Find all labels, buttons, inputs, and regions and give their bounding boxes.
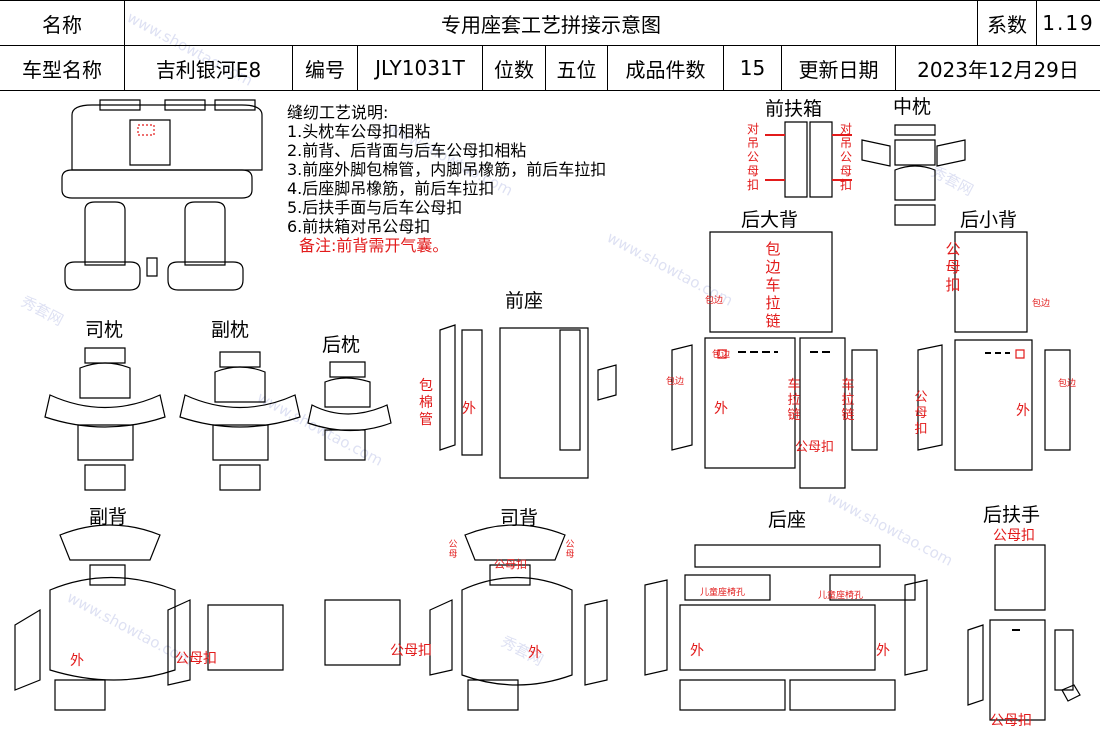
document-title: 专用座套工艺拼接示意图 — [125, 1, 978, 45]
code-value: JLY1031T — [358, 46, 483, 90]
rear-seat-pieces — [644, 544, 928, 711]
section-driver-back: 司背 — [500, 507, 539, 529]
coef-value: 1.19 — [1042, 11, 1095, 35]
annotation-edging: 包边 — [705, 296, 724, 306]
seats-label: 位数 — [483, 46, 546, 90]
annotation-snap: 公母扣 — [990, 713, 1032, 729]
seats-value: 五位 — [546, 46, 608, 90]
section-driver-pillow: 司枕 — [85, 319, 124, 341]
model-value: 吉利银河E8 — [125, 46, 293, 90]
code-label: 编号 — [293, 46, 358, 90]
coef-label: 系数 — [978, 1, 1037, 45]
annotation-outside: 外 — [462, 401, 476, 417]
annotation-child-seat-hole: 儿童座椅孔 — [700, 588, 746, 598]
sewing-notes: 缝纫工艺说明: 1.头枕车公母扣相粘 2.前背、后背面与后车公母扣相粘 3.前座… — [287, 103, 606, 255]
annotation-edging: 包边 — [666, 377, 685, 387]
note-item: 2.前背、后背面与后车公母扣相粘 — [287, 141, 527, 160]
annotation-edging: 包边 — [712, 350, 731, 360]
driver-back-pieces — [324, 524, 608, 711]
annotation-outside: 外 — [1016, 403, 1030, 419]
note-item: 1.头枕车公母扣相粘 — [287, 122, 431, 141]
annotation-outside: 外 — [528, 645, 542, 661]
annotation-snap: 公母扣 — [175, 651, 217, 667]
front-armrest-box-pieces — [765, 121, 852, 198]
annotation-zipper: 车拉链 — [841, 378, 855, 423]
seat-overview-diagram — [61, 99, 263, 291]
annotation-paired-snap: 对吊公母扣 — [839, 122, 852, 192]
notes-remark: 备注:前背需开气囊。 — [299, 236, 449, 255]
passenger-pillow-pieces — [179, 351, 301, 491]
section-rear-armrest: 后扶手 — [983, 504, 1041, 526]
rear-pillow-pieces — [307, 361, 392, 461]
note-item: 4.后座脚吊橡筋，前后车拉扣 — [287, 179, 495, 198]
passenger-back-pieces — [14, 524, 284, 711]
pieces-value: 15 — [724, 46, 782, 90]
annotation-child-seat-hole: 儿童座椅孔 — [818, 591, 864, 601]
annotation-zipper: 车拉链 — [787, 378, 801, 423]
annotation-foam-tube: 包棉管 — [419, 378, 433, 428]
rear-small-back-pieces — [917, 231, 1071, 471]
driver-pillow-pieces — [44, 347, 166, 491]
section-rear-small-back: 后小背 — [960, 209, 1018, 231]
note-item: 5.后扶手面与后车公母扣 — [287, 198, 463, 217]
rear-armrest-pieces — [967, 544, 1081, 721]
section-rear-big-back: 后大背 — [741, 209, 799, 231]
section-rear-pillow: 后枕 — [322, 334, 361, 356]
date-value: 2023年12月29日 — [917, 57, 1079, 82]
annotation-outside: 外 — [70, 653, 84, 669]
note-item: 3.前座外脚包棉管，内脚吊橡筋，前后车拉扣 — [287, 160, 607, 179]
rear-big-back-pieces — [671, 231, 878, 489]
annotation-edge-zipper: 包边车拉链 — [765, 240, 781, 330]
pieces-label: 成品件数 — [608, 46, 724, 90]
section-passenger-back: 副背 — [89, 506, 128, 528]
annotation-outside: 外 — [714, 401, 728, 417]
annotation-snap: 公母 — [565, 540, 575, 560]
date-label: 更新日期 — [782, 46, 896, 90]
annotation-snap: 公母 — [448, 540, 458, 560]
annotation-snap: 公母扣 — [945, 240, 961, 294]
annotation-paired-snap: 对吊公母扣 — [746, 122, 759, 192]
annotation-edging: 包边 — [1032, 299, 1051, 309]
note-item: 6.前扶箱对吊公母扣 — [287, 217, 431, 236]
annotation-snap: 公母扣 — [795, 440, 835, 455]
center-pillow-pieces — [861, 124, 966, 226]
section-front-seat: 前座 — [505, 290, 544, 312]
annotation-outside: 外 — [876, 643, 890, 659]
annotation-snap: 公母扣 — [390, 643, 432, 659]
front-seat-pieces — [439, 324, 617, 479]
header-table: 名称 专用座套工艺拼接示意图 系数 1.19 车型名称 吉利银河E8 编号 JL… — [0, 0, 1100, 92]
section-passenger-pillow: 副枕 — [211, 319, 250, 341]
annotation-snap: 公母扣 — [993, 528, 1035, 544]
annotation-snap: 公母扣 — [494, 558, 527, 571]
section-front-armrest-box: 前扶箱 — [765, 98, 823, 120]
annotation-edging: 包边 — [1058, 379, 1077, 389]
annotation-outside: 外 — [690, 643, 704, 659]
annotation-snap: 公母扣 — [914, 390, 928, 437]
section-center-pillow: 中枕 — [893, 96, 932, 118]
section-rear-seat: 后座 — [768, 509, 807, 531]
name-label: 名称 — [0, 1, 125, 45]
notes-heading: 缝纫工艺说明: — [287, 103, 389, 122]
model-label: 车型名称 — [0, 46, 125, 90]
